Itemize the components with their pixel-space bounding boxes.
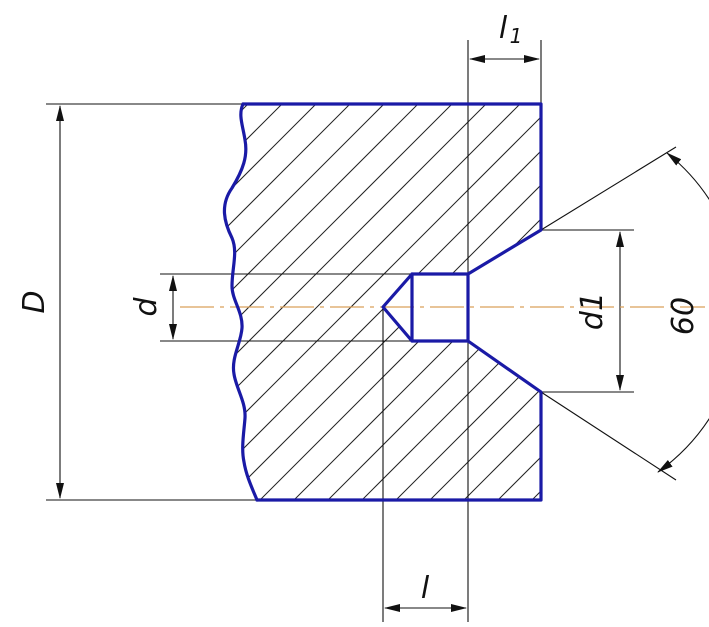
dim-arc-angle (657, 152, 709, 473)
hatch-line (224, 104, 541, 500)
label-l1: l 1 (499, 11, 523, 48)
extension-lines (46, 40, 677, 622)
hatch-line (224, 104, 489, 500)
break-line (222, 102, 259, 502)
hatch-line (397, 104, 541, 500)
label-l1-subscript: 1 (510, 24, 523, 48)
hatch-line (329, 104, 541, 500)
hatch-line (224, 104, 455, 500)
hatch-line (224, 104, 421, 500)
label-d1: d1 (575, 292, 610, 330)
hatch-line (224, 104, 541, 500)
part-contour (241, 102, 543, 502)
part-outline (222, 102, 543, 502)
hatch-line (224, 104, 541, 500)
label-l1-main: l (499, 11, 508, 46)
hatch-line (224, 104, 353, 500)
hatch-line (363, 104, 541, 500)
label-angle: 60 (666, 297, 701, 335)
label-D: D (17, 290, 52, 313)
label-l: l (421, 571, 430, 606)
hatch-line (224, 104, 541, 500)
ext-line-angle-bottom (540, 391, 677, 481)
dimension-lines (56, 55, 709, 612)
hatch-line (224, 104, 523, 500)
hatch-line (261, 104, 541, 500)
hatch-line (224, 104, 541, 500)
ext-line-angle-top (540, 146, 677, 231)
label-d: d (129, 297, 164, 317)
hatch-line (224, 104, 387, 500)
hatch-line (224, 104, 541, 500)
hatch-line (224, 104, 541, 500)
